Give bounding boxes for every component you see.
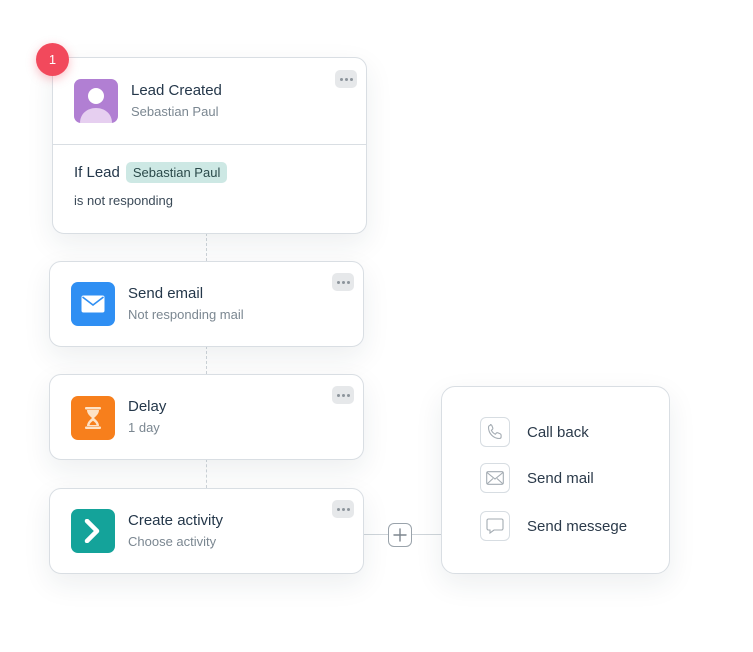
step-more-button[interactable]	[332, 386, 354, 404]
plus-icon	[393, 528, 407, 542]
condition-row: If Lead Sebastian Paul	[74, 162, 228, 183]
step-card-delay[interactable]: Delay 1 day	[49, 374, 364, 460]
person-icon	[80, 88, 112, 123]
menu-item-label: Call back	[527, 423, 589, 441]
step-title: Delay	[128, 398, 167, 415]
step-card-create-activity[interactable]: Create activity Choose activity	[49, 488, 364, 574]
add-branch-button[interactable]	[388, 523, 412, 547]
card-divider	[53, 144, 366, 145]
connector-line	[206, 346, 207, 374]
badge-count: 1	[48, 52, 57, 67]
menu-item-label: Send mail	[527, 469, 594, 487]
phone-icon	[480, 417, 510, 447]
chevron-right-icon	[84, 519, 100, 543]
menu-item-send-mail[interactable]: Send mail	[480, 462, 594, 494]
step-icon-tile	[71, 509, 115, 553]
envelope-icon	[480, 463, 510, 493]
menu-item-send-message[interactable]: Send messege	[480, 510, 627, 542]
step-more-button[interactable]	[332, 273, 354, 291]
step-card-send-email[interactable]: Send email Not responding mail	[49, 261, 364, 347]
step-icon-tile	[71, 282, 115, 326]
trigger-subtitle: Sebastian Paul	[131, 104, 219, 119]
step-icon-tile	[71, 396, 115, 440]
connector-line	[206, 233, 207, 261]
trigger-card[interactable]: Lead Created Sebastian Paul If Lead Seba…	[52, 57, 367, 234]
lead-tag[interactable]: Sebastian Paul	[125, 162, 228, 183]
lead-avatar	[74, 79, 118, 123]
step-title: Send email	[128, 285, 204, 302]
step-subtitle: Not responding mail	[128, 307, 244, 322]
condition-prefix: If Lead	[74, 164, 120, 181]
step-more-button[interactable]	[332, 500, 354, 518]
step-subtitle: Choose activity	[128, 534, 217, 549]
step-count-badge: 1	[36, 43, 69, 76]
menu-item-label: Send messege	[527, 517, 628, 535]
mail-icon	[81, 295, 105, 313]
hourglass-icon	[85, 407, 101, 429]
trigger-title: Lead Created	[131, 82, 222, 99]
menu-item-call-back[interactable]: Call back	[480, 416, 589, 448]
condition-text: is not responding	[74, 193, 174, 208]
trigger-more-button[interactable]	[335, 70, 357, 88]
connector-line	[206, 459, 207, 488]
chat-bubble-icon	[480, 511, 510, 541]
step-title: Create activity	[128, 512, 224, 529]
step-subtitle: 1 day	[128, 420, 160, 435]
activity-options-panel: Call back Send mail Send messege	[441, 386, 670, 574]
